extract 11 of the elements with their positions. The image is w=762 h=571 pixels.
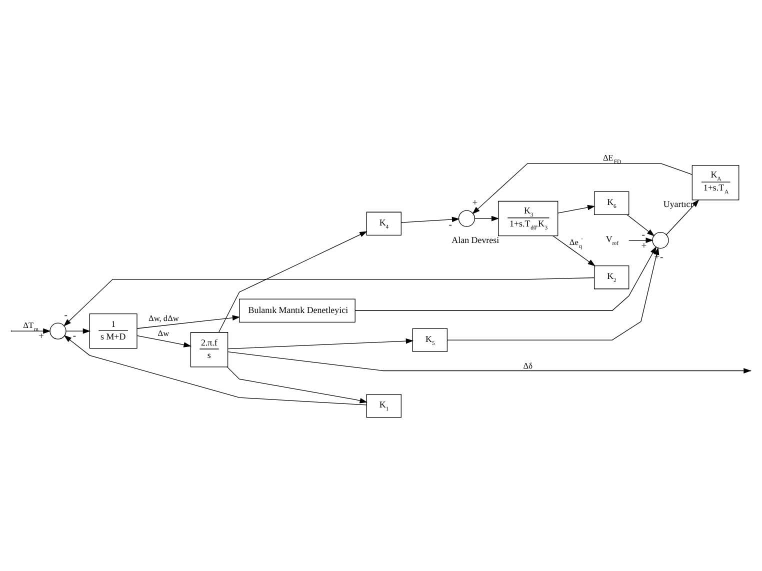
label: - bbox=[642, 228, 645, 240]
label: - bbox=[660, 251, 664, 262]
node-text: V$_{ref}$ bbox=[606, 233, 619, 246]
label: - bbox=[64, 309, 68, 320]
label: - bbox=[72, 330, 76, 342]
node-label: Alan Devresi bbox=[452, 234, 500, 244]
label: + bbox=[38, 330, 44, 342]
label: - bbox=[448, 219, 452, 230]
node-label: Uyartıcı bbox=[663, 198, 693, 209]
label: + bbox=[472, 197, 478, 208]
label: + bbox=[641, 240, 647, 251]
